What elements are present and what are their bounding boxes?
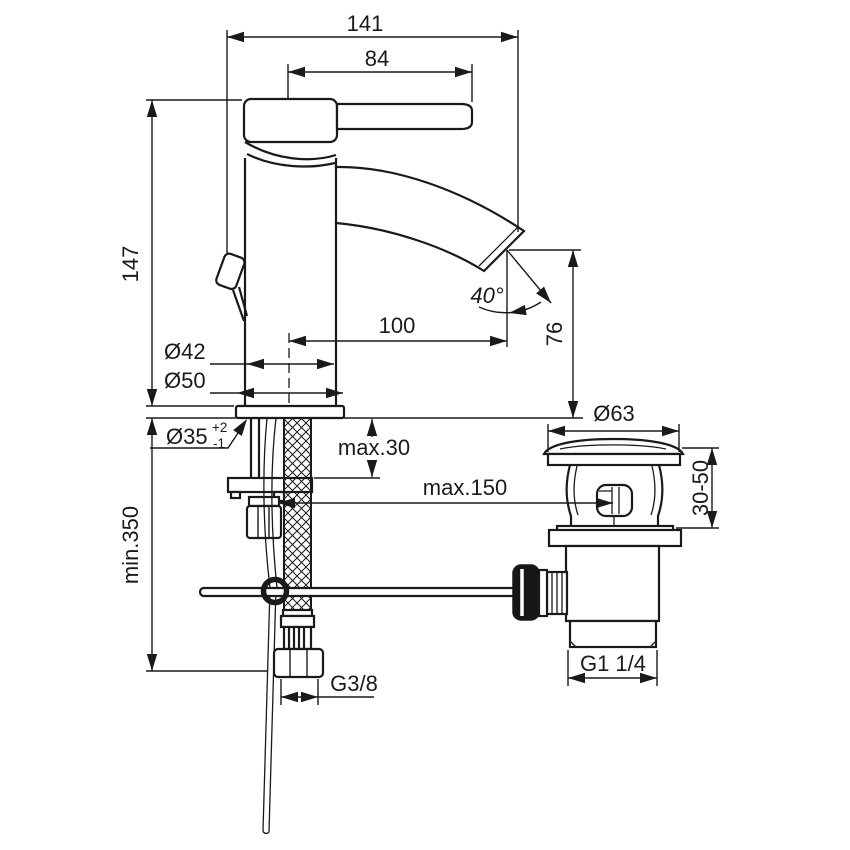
dim-label-min350: min.350 [118,506,143,584]
drain-assembly [512,437,685,649]
dim-label-d35-minus: -1 [213,436,225,451]
dimension-rod-reach: max.150 [278,475,613,509]
dimension-handle-length: 84 [287,46,473,102]
dim-label-d35-plus: +2 [212,420,227,435]
dim-label-d42: Ø42 [164,339,206,364]
dim-label-84: 84 [365,46,389,71]
dim-label-max30: max.30 [338,435,410,460]
popup-rod [262,417,278,835]
base-plate [234,404,346,420]
dim-label-d50: Ø50 [164,368,206,393]
dimension-hole-diameter: Ø35 +2 -1 [150,416,252,451]
drain-cap [542,437,685,456]
dimension-deck-thickness: max.30 [314,417,583,479]
drain-waste-body [564,544,661,623]
drain-body [565,464,664,529]
supply-hose [272,417,325,679]
rod-ball-joint [512,564,569,621]
below-deck [199,417,513,835]
dimension-body-diameter: Ø42 [164,339,334,370]
rod-pivot-clamp [260,576,290,606]
faucet-head [242,97,339,168]
dim-label-100: 100 [379,313,416,338]
dim-label-max150: max.150 [423,475,507,500]
hose-nut-g38 [272,647,325,679]
dim-label-d35: Ø35 [166,424,208,449]
dim-label-141: 141 [347,11,384,36]
dim-label-40deg: 40° [470,283,503,308]
dimension-waste-thread: G1 1/4 [567,650,658,686]
dim-label-76: 76 [542,322,567,346]
popup-knob [215,252,249,322]
drain-tailpiece [568,619,658,649]
dimension-clamp-range: 30-50 [676,447,719,529]
dimension-overall-depth: 141 [226,11,519,253]
drain-lower-flange [547,524,683,548]
rod-pivot-slot [266,587,284,597]
dim-label-d63: Ø63 [593,401,635,426]
dimension-install-depth: min.350 [118,417,268,672]
dim-label-30-50: 30-50 [688,460,713,516]
dim-label-g114: G1 1/4 [580,651,646,676]
threaded-stud [249,418,261,478]
faucet-spout [334,165,526,273]
dimension-spout-angle: 40° [470,249,555,347]
faucet-handle [335,102,474,131]
drain-flange [546,452,682,467]
dim-label-147: 147 [118,246,143,283]
dimension-outlet-height: 76 [509,249,581,418]
dimension-base-diameter: Ø50 [164,368,343,399]
dimension-waste-flange: Ø63 [547,401,680,452]
faucet [215,97,526,420]
dim-label-g38: G3/8 [330,671,378,696]
faucet-body [243,158,338,406]
dimension-spout-reach: 100 [289,313,507,347]
dimension-hose-thread: G3/8 [280,671,378,705]
dimension-body-height: 147 [118,99,242,407]
horizontal-rod [199,586,513,598]
